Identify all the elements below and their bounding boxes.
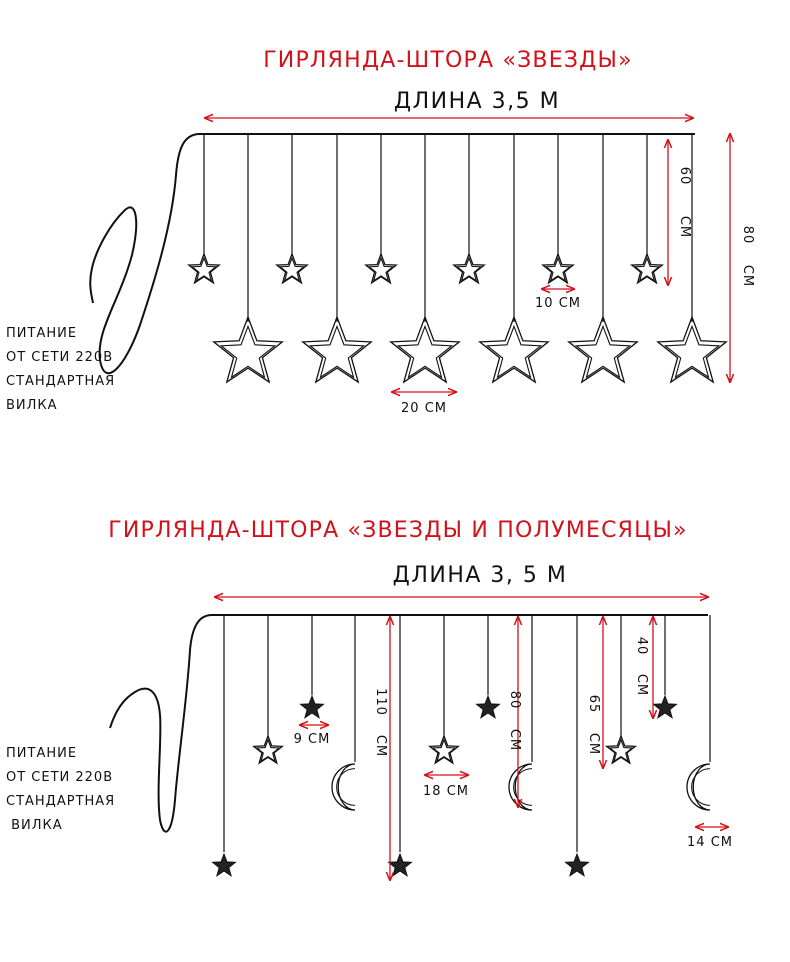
crescent-moon-icon: [508, 763, 533, 811]
star-inner-outline: [190, 256, 218, 282]
dim-10cm-label: 10 СМ: [535, 296, 581, 311]
star-solid-icon: [299, 694, 325, 719]
star-outline-icon: [604, 734, 638, 765]
dim-80cm-unit-2: СМ: [507, 729, 522, 751]
star-outline-icon: [364, 252, 398, 285]
star-outline-icon: [452, 252, 486, 285]
star-inner-outline: [431, 738, 457, 763]
dim-110cm-unit: СМ: [373, 735, 388, 757]
dim-110cm-value: 110: [373, 688, 388, 716]
section1-power-note: ПИТАНИЕ ОТ СЕТИ 220В СТАНДАРТНАЯ ВИЛКА: [6, 326, 115, 413]
star-outline-icon: [251, 734, 285, 765]
crescent-moon-inner: [691, 768, 711, 806]
star-solid-icon: [652, 694, 678, 719]
star-outline-icon: [212, 315, 284, 384]
star-solid-icon: [475, 694, 501, 719]
star-outline-icon: [275, 252, 309, 285]
power-note-line: ВИЛКА: [6, 398, 58, 413]
section1-power-cable: [89, 133, 695, 375]
dim-65cm-unit: СМ: [586, 733, 601, 755]
crescent-moon-inner: [336, 768, 356, 806]
star-solid-icon: [387, 852, 413, 877]
star-inner-outline: [308, 324, 366, 379]
dim-14cm-label: 14 СМ: [687, 835, 733, 850]
star-outline-icon: [187, 252, 221, 285]
star-outline-icon: [301, 315, 373, 384]
crescent-moon-icon: [331, 763, 356, 811]
star-outline-icon: [478, 315, 550, 384]
star-outline-icon: [656, 315, 728, 384]
star-outline-icon: [541, 252, 575, 285]
star-outline-icon: [427, 734, 461, 765]
power-note-line: СТАНДАРТНАЯ: [6, 794, 115, 809]
star-inner-outline: [455, 256, 483, 282]
section2-length-label: ДЛИНА 3, 5 М: [393, 563, 568, 588]
star-inner-outline: [255, 738, 281, 763]
power-note-line: ОТ СЕТИ 220В: [6, 350, 113, 365]
star-inner-outline: [367, 256, 395, 282]
dim-80cm-value-2: 80: [507, 691, 522, 710]
section1-length-label: ДЛИНА 3,5 М: [394, 89, 560, 114]
section2-power-note: ПИТАНИЕ ОТ СЕТИ 220В СТАНДАРТНАЯ ВИЛКА: [6, 746, 115, 833]
dim-65cm-value: 65: [586, 695, 601, 714]
dim-60cm-unit: СМ: [677, 216, 692, 238]
crescent-moon-inner: [513, 768, 533, 806]
section1-title: ГИРЛЯНДА-ШТОРА «ЗВЕЗДЫ»: [263, 48, 633, 73]
section2-pendants: [211, 615, 711, 877]
section-stars-moons: ГИРЛЯНДА-ШТОРА «ЗВЕЗДЫ И ПОЛУМЕСЯЦЫ» ДЛИ…: [6, 518, 733, 880]
dim-18cm-label: 18 СМ: [423, 784, 469, 799]
star-outline-icon: [389, 315, 461, 384]
star-inner-outline: [219, 324, 277, 379]
star-inner-outline: [544, 256, 572, 282]
dim-20cm-label: 20 СМ: [401, 401, 447, 416]
star-outline-icon: [630, 252, 664, 285]
power-note-line: СТАНДАРТНАЯ: [6, 374, 115, 389]
dim-9cm-label: 9 СМ: [294, 732, 331, 747]
star-inner-outline: [574, 324, 632, 379]
star-inner-outline: [396, 324, 454, 379]
section1-pendants: [187, 134, 728, 384]
star-solid-icon: [564, 852, 590, 877]
power-note-line: ПИТАНИЕ: [6, 746, 77, 761]
dim-40cm-unit: СМ: [634, 674, 649, 696]
section2-title: ГИРЛЯНДА-ШТОРА «ЗВЕЗДЫ И ПОЛУМЕСЯЦЫ»: [108, 518, 687, 543]
dim-80cm-unit: СМ: [740, 265, 755, 287]
dim-80cm-value: 80: [740, 226, 755, 245]
dim-40cm-value: 40: [634, 637, 649, 656]
power-note-line: ПИТАНИЕ: [6, 326, 77, 341]
section2-power-cable: [109, 614, 708, 833]
star-inner-outline: [278, 256, 306, 282]
star-inner-outline: [485, 324, 543, 379]
crescent-moon-icon: [686, 763, 711, 811]
star-inner-outline: [663, 324, 721, 379]
power-note-line: ВИЛКА: [6, 818, 63, 833]
star-solid-icon: [211, 852, 237, 877]
power-note-line: ОТ СЕТИ 220В: [6, 770, 113, 785]
dim-60cm-value: 60: [677, 167, 692, 186]
star-inner-outline: [633, 256, 661, 282]
star-inner-outline: [608, 738, 634, 763]
star-outline-icon: [567, 315, 639, 384]
section-stars: ГИРЛЯНДА-ШТОРА «ЗВЕЗДЫ» ДЛИНА 3,5 М 60 С…: [6, 48, 755, 416]
